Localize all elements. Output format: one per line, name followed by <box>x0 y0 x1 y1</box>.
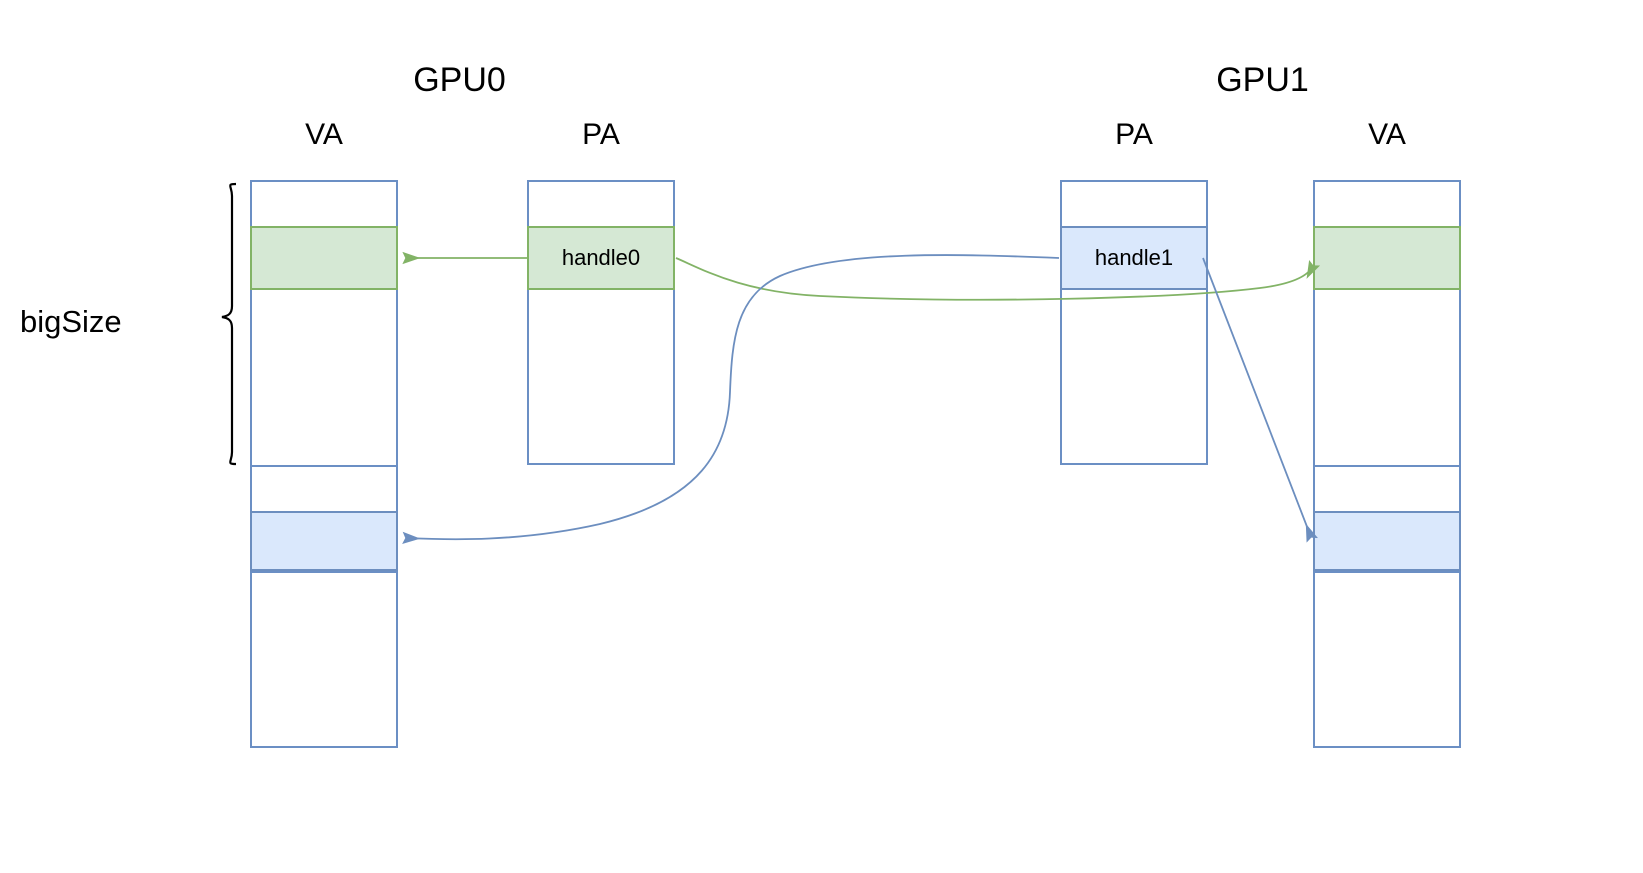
arrow-handle1-to-gpu0-va <box>402 254 1060 544</box>
gpu0-pa-column-title: PA <box>582 118 620 151</box>
gpu1-pa-column-title: PA <box>1115 118 1153 151</box>
gpu1-title: GPU1 <box>1216 61 1309 99</box>
bigsize-brace <box>221 182 237 466</box>
gpu1-va-divider-2 <box>1313 571 1461 573</box>
gpu1-va-green-block <box>1313 226 1461 290</box>
gpu0-va-divider-2 <box>250 571 398 573</box>
arrow-handle0-to-gpu1-va <box>675 257 1321 301</box>
gpu0-va-blue-block <box>250 511 398 571</box>
gpu1-va-blue-block <box>1313 511 1461 571</box>
handle0-label: handle0 <box>561 245 641 270</box>
gpu0-title: GPU0 <box>413 61 506 99</box>
gpu1-va-divider-1 <box>1313 465 1461 467</box>
gpu0-pa-handle0-block: handle0 <box>527 226 675 290</box>
gpu0-va-green-block <box>250 226 398 290</box>
gpu0-pa-column <box>527 180 675 465</box>
gpu1-va-column-title: VA <box>1368 118 1406 151</box>
gpu1-pa-column <box>1060 180 1208 465</box>
gpu0-va-column-title: VA <box>305 118 343 151</box>
bigsize-label: bigSize <box>20 304 122 339</box>
arrow-handle1-to-gpu1-va <box>1202 257 1319 543</box>
handle1-label: handle1 <box>1094 245 1174 270</box>
gpu1-pa-handle1-block: handle1 <box>1060 226 1208 290</box>
gpu0-va-divider-1 <box>250 465 398 467</box>
